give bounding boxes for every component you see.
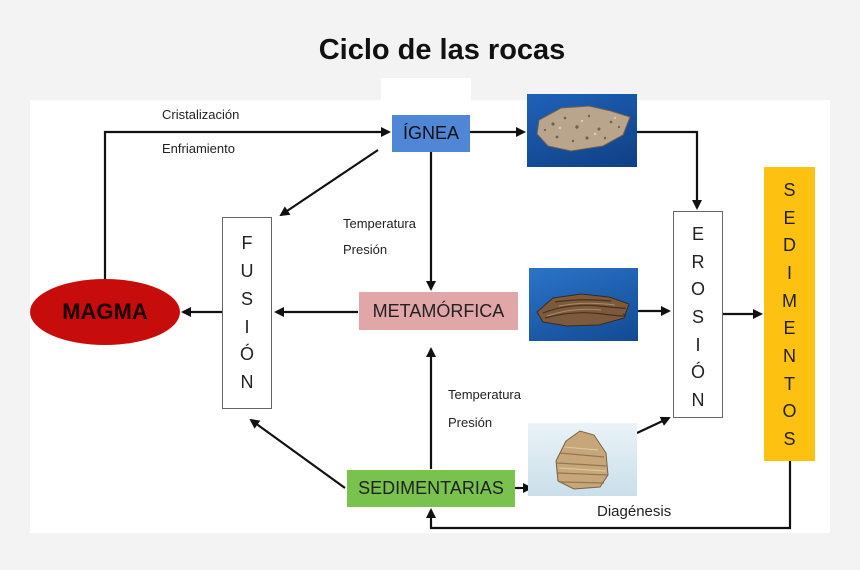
fusion-letter: S bbox=[240, 289, 253, 309]
node-ignea: ÍGNEA bbox=[392, 115, 470, 152]
erosion-letter: I bbox=[695, 335, 701, 355]
sedimentos-letter: E bbox=[783, 318, 796, 338]
sedimentos-letter: I bbox=[786, 263, 792, 283]
erosion-letter: O bbox=[690, 279, 705, 299]
sedimentos-letter: M bbox=[782, 291, 797, 311]
label-temperatura-1: Temperatura bbox=[343, 216, 416, 231]
label-cristalizacion: Cristalización bbox=[162, 107, 240, 122]
arrow-sedimentos-to-sedimentarias bbox=[426, 461, 792, 530]
sedimentos-letter: E bbox=[783, 208, 796, 228]
arrow-magma-to-ignea bbox=[103, 127, 391, 279]
erosion-letter: E bbox=[691, 224, 704, 244]
fusion-letter: N bbox=[240, 372, 254, 392]
sedimentos-letter: N bbox=[783, 346, 796, 366]
node-fusion: F U S I Ó N bbox=[222, 217, 272, 409]
fusion-letter: Ó bbox=[239, 344, 254, 364]
node-metamorfica: METAMÓRFICA bbox=[359, 292, 518, 330]
label-presion-2: Presión bbox=[448, 415, 493, 430]
fusion-letter: F bbox=[241, 233, 253, 253]
arrow-ignea-to-erosion bbox=[637, 130, 702, 210]
sedimentos-letter: T bbox=[784, 374, 795, 394]
node-sedimentos: S E D I M E N T O S bbox=[764, 167, 815, 461]
arrow-sedimentarias-photo-to-erosion bbox=[636, 416, 671, 434]
node-erosion: E R O S I Ó N bbox=[673, 211, 723, 418]
label-enfriamiento: Enfriamiento bbox=[162, 141, 235, 156]
arrow-sedimentarias-to-fusion bbox=[249, 418, 346, 489]
fusion-letter: U bbox=[240, 261, 254, 281]
label-diagenesis: Diagénesis bbox=[597, 503, 672, 520]
igneous-rock-image bbox=[527, 94, 637, 167]
erosion-letter: Ó bbox=[690, 362, 705, 382]
label-temperatura-2: Temperatura bbox=[448, 387, 521, 402]
label-presion-1: Presión bbox=[343, 242, 388, 257]
sedimentary-rock-image bbox=[528, 423, 637, 496]
erosion-letter: S bbox=[691, 307, 704, 327]
arrow-ignea-to-fusion bbox=[279, 149, 379, 217]
sedimentos-letter: D bbox=[783, 235, 796, 255]
diagram-panel-tab bbox=[381, 78, 471, 102]
sedimentos-letter: S bbox=[783, 180, 796, 200]
node-sedimentarias: SEDIMENTARIAS bbox=[347, 470, 515, 507]
fusion-letter: I bbox=[244, 317, 250, 337]
sedimentos-letter: S bbox=[783, 429, 796, 449]
erosion-letter: R bbox=[691, 252, 705, 272]
metamorphic-rock-image bbox=[529, 268, 638, 341]
sedimentos-letter: O bbox=[782, 401, 797, 421]
node-magma: MAGMA bbox=[30, 279, 180, 345]
diagram-title: Ciclo de las rocas bbox=[318, 34, 566, 66]
erosion-letter: N bbox=[691, 390, 705, 410]
